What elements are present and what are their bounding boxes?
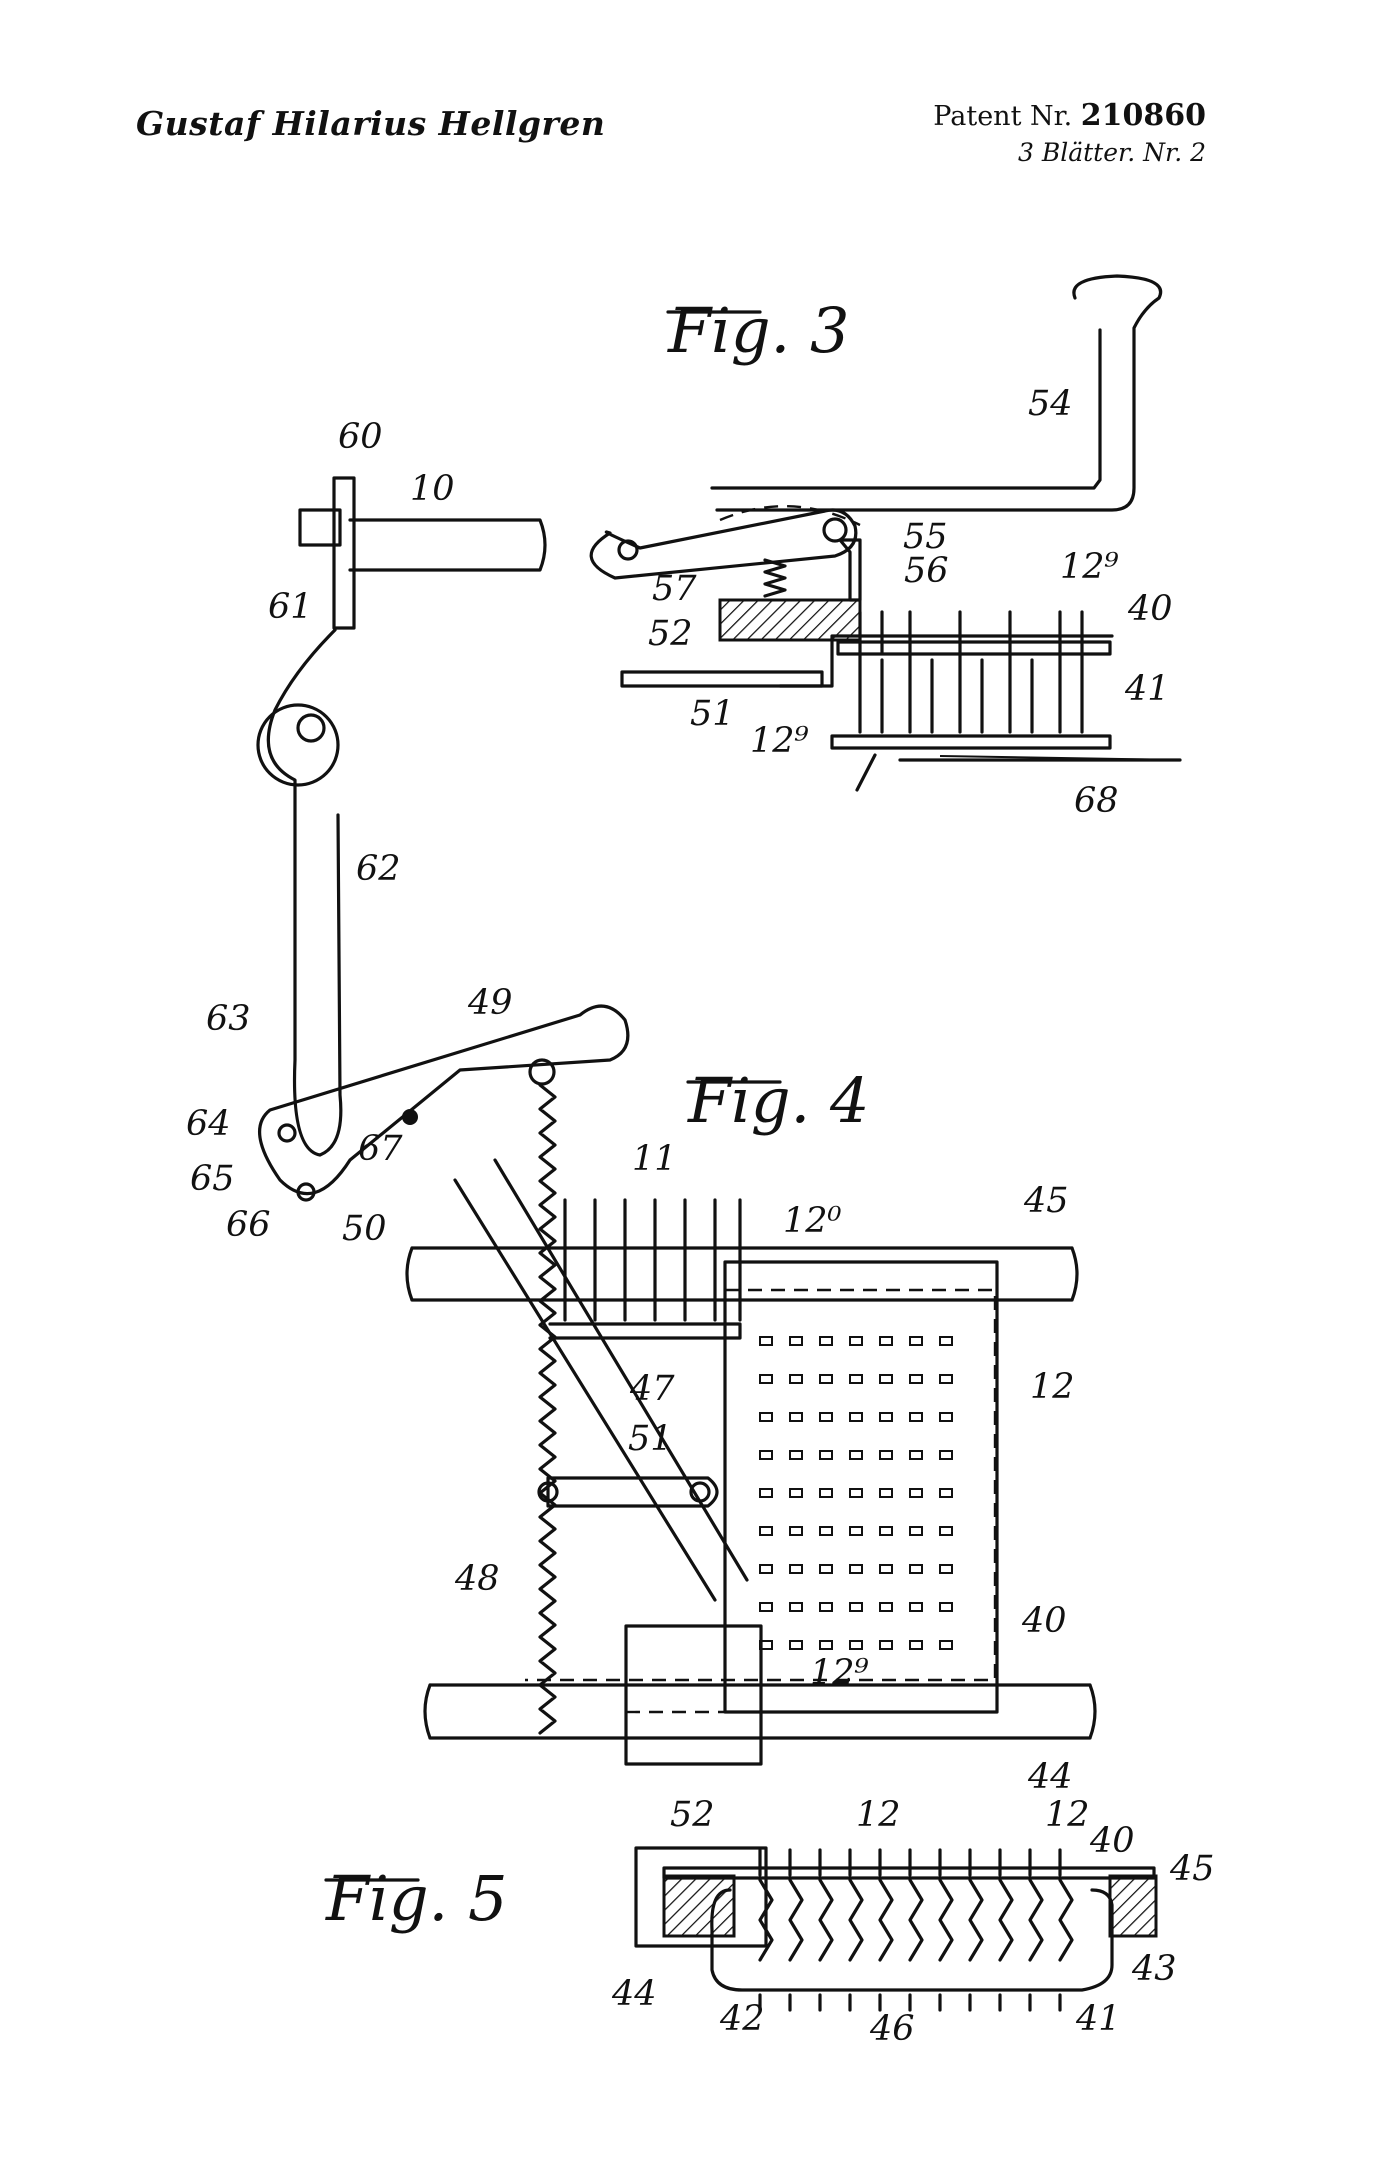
label-12-fig5-b: 12 bbox=[1045, 1795, 1090, 1835]
fig4-title: Fig. 4 bbox=[687, 1064, 869, 1137]
fig5-title: Fig. 5 bbox=[325, 1862, 507, 1935]
label-67: 67 bbox=[358, 1129, 403, 1169]
label-55: 55 bbox=[903, 517, 948, 557]
label-45: 45 bbox=[1023, 1181, 1069, 1221]
patent-prefix: Patent Nr. bbox=[933, 101, 1073, 132]
label-64: 64 bbox=[186, 1104, 231, 1144]
label-57: 57 bbox=[652, 569, 697, 609]
pin-grid bbox=[759, 1336, 953, 1650]
label-40-fig5: 40 bbox=[1089, 1821, 1135, 1861]
label-51: 51 bbox=[628, 1419, 673, 1459]
label-12-9-fig3-a: 12⁹ bbox=[750, 721, 809, 761]
figure-5: Fig. 5 bbox=[324, 1846, 1158, 2012]
fig3-title: Fig. 3 bbox=[667, 294, 849, 367]
label-46: 46 bbox=[869, 2009, 915, 2049]
figure-4: Fig. 4 bbox=[256, 476, 1097, 1766]
label-12: 12 bbox=[1030, 1367, 1075, 1407]
label-45-fig5: 45 bbox=[1169, 1849, 1215, 1889]
label-61: 61 bbox=[268, 587, 313, 627]
label-60: 60 bbox=[338, 417, 383, 457]
label-62: 62 bbox=[356, 849, 401, 889]
label-68: 68 bbox=[1074, 781, 1119, 821]
label-40-fig3: 40 bbox=[1127, 589, 1173, 629]
reference-labels: 54 55 56 57 52 51 12⁹ 12⁹ 40 41 68 10 60… bbox=[186, 384, 1215, 2049]
label-50: 50 bbox=[342, 1209, 387, 1249]
label-12-0: 12⁰ bbox=[783, 1201, 842, 1241]
label-41-fig5: 41 bbox=[1075, 1999, 1121, 2039]
label-11: 11 bbox=[632, 1139, 677, 1179]
label-56: 56 bbox=[904, 551, 949, 591]
label-49: 49 bbox=[467, 983, 513, 1023]
label-52: 52 bbox=[670, 1795, 715, 1835]
label-54: 54 bbox=[1028, 384, 1073, 424]
label-63: 63 bbox=[206, 999, 251, 1039]
label-10: 10 bbox=[410, 469, 455, 509]
label-51-fig3: 51 bbox=[690, 694, 735, 734]
label-44-fig5: 44 bbox=[611, 1974, 657, 2014]
label-66: 66 bbox=[226, 1205, 271, 1245]
label-41-fig3: 41 bbox=[1124, 669, 1170, 709]
patent-number-line: Patent Nr. 210860 bbox=[933, 98, 1206, 133]
label-43: 43 bbox=[1131, 1949, 1177, 1989]
label-40: 40 bbox=[1021, 1601, 1067, 1641]
label-48: 48 bbox=[454, 1559, 500, 1599]
label-65: 65 bbox=[190, 1159, 235, 1199]
figure-3: Fig. 3 bbox=[589, 274, 1182, 792]
label-42: 42 bbox=[719, 1999, 765, 2039]
patent-number: 210860 bbox=[1080, 98, 1206, 133]
label-47: 47 bbox=[629, 1369, 675, 1409]
label-44: 44 bbox=[1027, 1757, 1073, 1797]
fig3-pins bbox=[858, 610, 1084, 734]
label-12-fig5-a: 12 bbox=[856, 1795, 901, 1835]
label-12-9: 12⁹ bbox=[810, 1653, 869, 1693]
label-52-fig3: 52 bbox=[648, 614, 693, 654]
sheet-info: 3 Blätter. Nr. 2 bbox=[1018, 138, 1206, 167]
label-12-9-fig3-b: 12⁹ bbox=[1060, 547, 1119, 587]
inventor-name: Gustaf Hilarius Hellgren bbox=[136, 104, 606, 143]
